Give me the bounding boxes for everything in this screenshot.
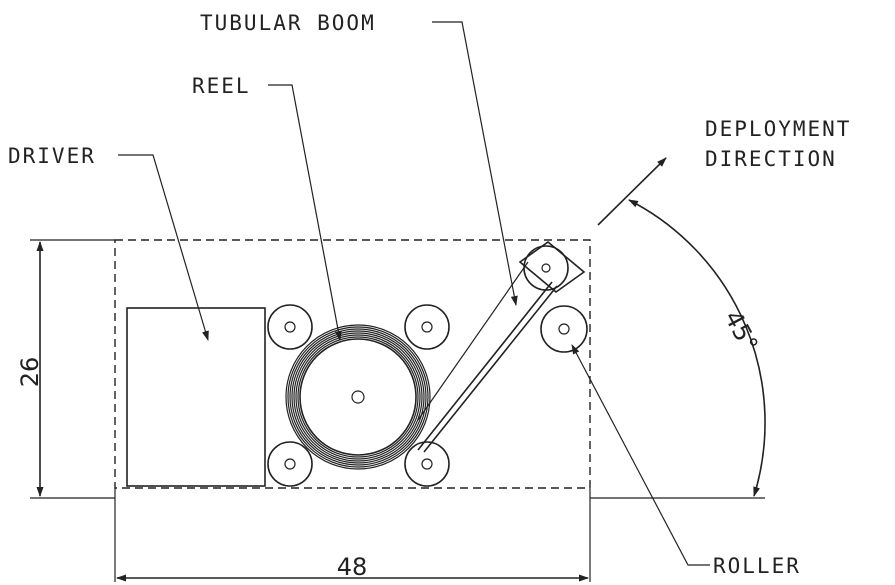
deployment-arrow xyxy=(597,157,667,226)
output-roller xyxy=(540,305,588,353)
reel-label: REEL xyxy=(192,74,251,98)
driver-label: DRIVER xyxy=(8,144,96,168)
guide-roller-bottom-left xyxy=(267,441,313,487)
reel-coil xyxy=(285,324,431,470)
height-dimension-value: 26 xyxy=(16,357,44,388)
guide-roller-bottom-right xyxy=(404,441,450,487)
height-dimension xyxy=(30,239,115,499)
tubular-boom-label: TUBULAR BOOM xyxy=(200,11,376,35)
angle-dimension-value: 45° xyxy=(719,306,764,357)
deployment-label: DEPLOYMENT xyxy=(705,117,851,141)
width-dimension-value: 48 xyxy=(337,553,368,581)
tubular-boom-strip xyxy=(417,240,586,453)
housing-outline xyxy=(114,239,591,489)
leader-lines xyxy=(118,21,710,566)
direction-label: DIRECTION xyxy=(705,147,837,171)
width-dimension xyxy=(114,488,591,582)
roller-label: ROLLER xyxy=(713,554,801,578)
guide-rollers xyxy=(267,304,588,487)
driver-block xyxy=(126,307,266,487)
angle-arc xyxy=(628,199,766,497)
guide-roller-top-right xyxy=(404,304,450,350)
guide-roller-top-left xyxy=(267,304,313,350)
